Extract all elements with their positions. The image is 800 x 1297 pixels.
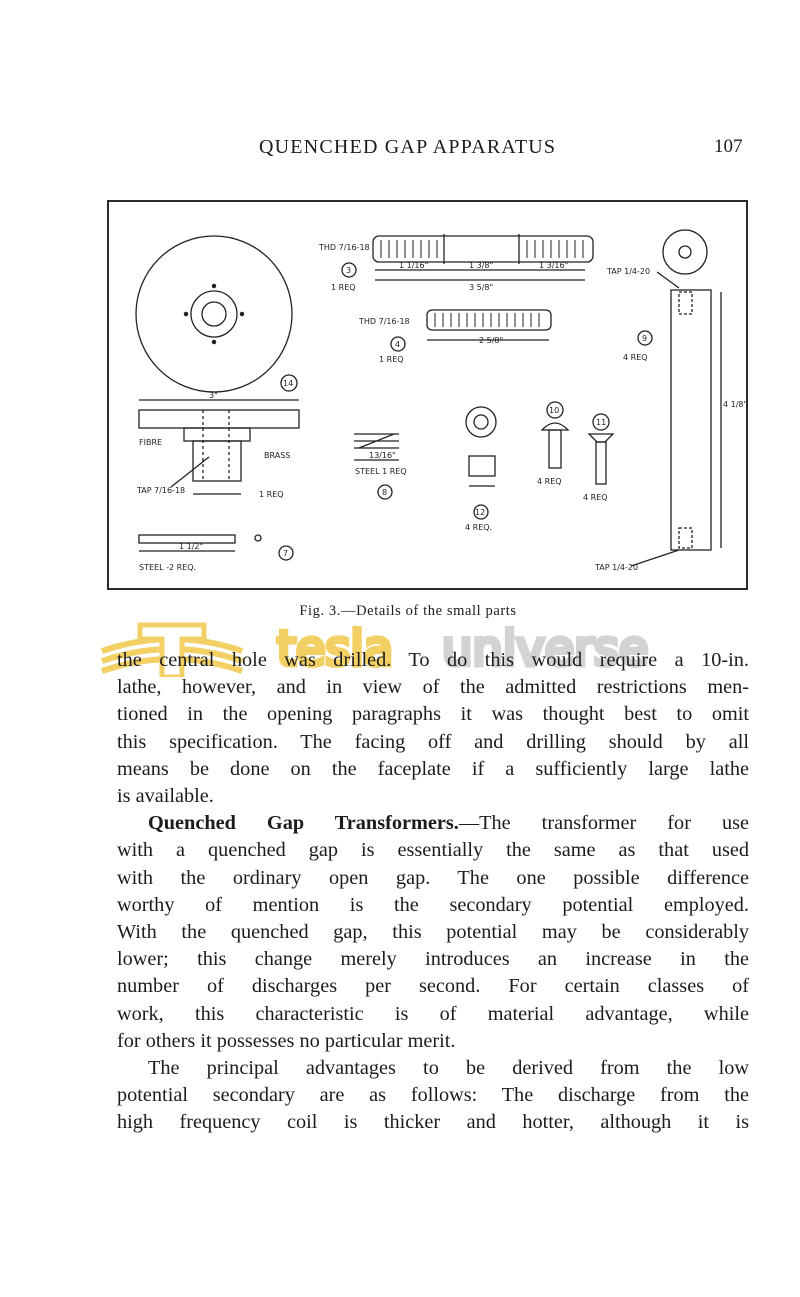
svg-text:8: 8 bbox=[382, 488, 387, 497]
svg-text:13/16": 13/16" bbox=[369, 451, 396, 460]
svg-text:tesla: tesla bbox=[277, 621, 393, 677]
tesla-universe-watermark: tesla universe bbox=[101, 619, 651, 677]
body-text: the central hole was drilled. To do this… bbox=[117, 647, 749, 1137]
part-14-side-view: 3" FIBRE BRASS TAP 7/16-18 1 REQ bbox=[136, 391, 300, 499]
svg-text:THD 7/16-18: THD 7/16-18 bbox=[358, 317, 410, 326]
svg-text:10: 10 bbox=[549, 406, 559, 415]
svg-text:1 REQ: 1 REQ bbox=[259, 490, 284, 499]
svg-text:1 3/16": 1 3/16" bbox=[539, 261, 568, 270]
svg-text:3": 3" bbox=[209, 391, 218, 400]
svg-text:12: 12 bbox=[475, 508, 485, 517]
svg-text:1 1/16": 1 1/16" bbox=[399, 261, 428, 270]
paragraph-1: the central hole was drilled. To do this… bbox=[117, 649, 749, 808]
part-7-pin: 1 1/2" 7 STEEL -2 REQ. bbox=[138, 534, 294, 572]
svg-text:3: 3 bbox=[346, 266, 351, 275]
paragraph-2: Quenched Gap Transformers.—The transform… bbox=[117, 812, 750, 1052]
svg-text:4 REQ: 4 REQ bbox=[623, 353, 648, 362]
svg-text:STEEL -2 REQ.: STEEL -2 REQ. bbox=[139, 563, 196, 572]
part-10-screw: 10 4 REQ bbox=[537, 401, 570, 486]
part-12-nut: 12 4 REQ. bbox=[465, 406, 497, 532]
svg-text:14: 14 bbox=[283, 379, 293, 388]
part-11-screw: 11 4 REQ bbox=[583, 413, 615, 502]
svg-text:1 REQ: 1 REQ bbox=[379, 355, 404, 364]
svg-text:2 5/8": 2 5/8" bbox=[479, 336, 503, 345]
page-number: 107 bbox=[714, 136, 743, 157]
section-heading: Quenched Gap Transformers. bbox=[148, 812, 459, 835]
svg-text:BRASS: BRASS bbox=[264, 451, 290, 460]
paragraph-3: The principal advantages to be derived f… bbox=[117, 1057, 749, 1134]
svg-text:TAP 1/4-20: TAP 1/4-20 bbox=[606, 267, 650, 276]
running-head: QUENCHED GAP APPARATUS 107 bbox=[0, 136, 800, 166]
svg-text:1 REQ: 1 REQ bbox=[331, 283, 356, 292]
part-8-spring: 13/16" STEEL 1 REQ 8 bbox=[354, 433, 407, 500]
svg-text:4 REQ: 4 REQ bbox=[583, 493, 608, 502]
figure-small-parts: 14 3" FIBRE BRASS TAP 7/16-18 1 REQ THD … bbox=[107, 200, 748, 590]
svg-text:universe: universe bbox=[442, 621, 648, 677]
svg-text:4 REQ: 4 REQ bbox=[537, 477, 562, 486]
running-title: QUENCHED GAP APPARATUS bbox=[259, 136, 557, 158]
technical-drawing: 14 3" FIBRE BRASS TAP 7/16-18 1 REQ THD … bbox=[135, 229, 746, 572]
svg-text:4 REQ.: 4 REQ. bbox=[465, 523, 492, 532]
svg-text:STEEL 1 REQ: STEEL 1 REQ bbox=[355, 467, 407, 476]
svg-text:4 1/8": 4 1/8" bbox=[723, 400, 746, 409]
part-14-disc-top-view: 14 bbox=[135, 235, 298, 393]
part-3-threaded-shaft: THD 7/16-18 3 1 REQ 1 1/16" 1 3/8" 1 3/1… bbox=[318, 234, 594, 292]
svg-text:1 1/2": 1 1/2" bbox=[179, 542, 203, 551]
svg-text:4: 4 bbox=[395, 340, 400, 349]
tesla-universe-logo-icon bbox=[101, 622, 243, 677]
svg-text:11: 11 bbox=[596, 418, 606, 427]
part-9-bar: TAP 1/4-20 4 1/8" 9 4 REQ TAP 1/4-20 bbox=[594, 229, 746, 572]
svg-text:7: 7 bbox=[283, 549, 288, 558]
svg-text:TAP 1/4-20: TAP 1/4-20 bbox=[594, 563, 638, 572]
svg-text:TAP 7/16-18: TAP 7/16-18 bbox=[136, 486, 185, 495]
svg-text:9: 9 bbox=[642, 334, 647, 343]
svg-text:3 5/8": 3 5/8" bbox=[469, 283, 493, 292]
svg-text:1 3/8": 1 3/8" bbox=[469, 261, 493, 270]
figure-caption: Fig. 3.—Details of the small parts bbox=[299, 603, 517, 619]
part-4-threaded-rod: THD 7/16-18 2 5/8" 4 1 REQ bbox=[358, 309, 552, 364]
svg-text:FIBRE: FIBRE bbox=[139, 438, 162, 447]
svg-text:THD 7/16-18: THD 7/16-18 bbox=[318, 243, 370, 252]
